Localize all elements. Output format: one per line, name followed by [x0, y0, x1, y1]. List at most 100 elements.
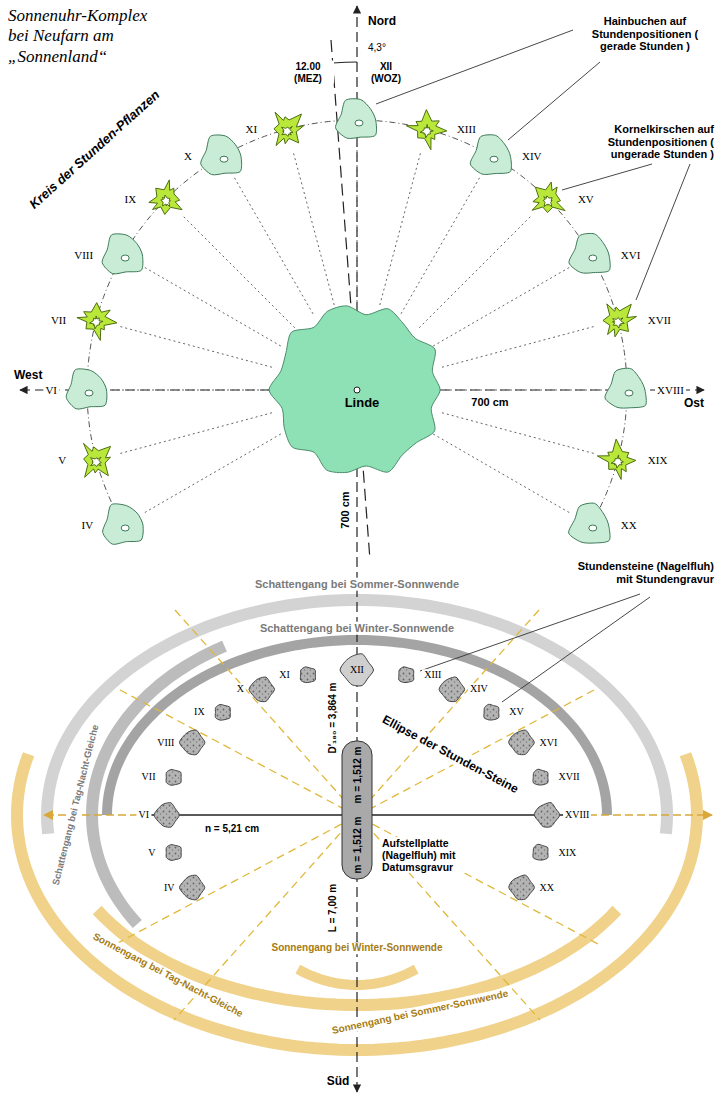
hour-stone [179, 730, 204, 755]
hour-stone [215, 704, 230, 720]
six-hour-extension [44, 814, 150, 816]
angle-arc [333, 62, 357, 63]
path-label: Schattengang bei Sommer-Sonnwende [253, 578, 461, 591]
stone-numeral: XV [507, 707, 525, 719]
hour-circle [87, 120, 627, 525]
tree-trunk [85, 390, 93, 396]
node-shape [262, 295, 452, 485]
hour-stone [399, 667, 414, 683]
hour-ray [144, 267, 281, 346]
tree-trunk [90, 316, 104, 329]
stone-numeral: IX [192, 707, 207, 719]
center-point [354, 387, 360, 393]
dimension: D′₁₈₀ = 3,864 m [327, 680, 339, 755]
tree-name: Linde [345, 396, 380, 410]
stone-numeral: XIX [557, 847, 579, 859]
hour-stone [166, 845, 181, 861]
hornbeam-tree [336, 99, 377, 139]
tree-trunk [121, 525, 129, 531]
hour-ray [144, 434, 281, 513]
path-label: Schattengang bei Tag-Nacht-Gleiche [50, 722, 101, 889]
stone-numeral: VIII [155, 737, 176, 749]
plate-outline [342, 741, 372, 879]
hour-stone [166, 770, 181, 786]
tree-trunk [220, 156, 228, 162]
hour-numeral: XIII [455, 123, 478, 136]
time-label: XII (WOZ) [362, 61, 410, 84]
tree-trunk [355, 120, 363, 126]
hour-stone [534, 803, 560, 828]
callout-text: Kornelkirschen auf Stundenpositionen ( u… [572, 123, 716, 161]
hornbeam-tree [470, 135, 511, 175]
hour-line [120, 690, 600, 945]
compass-label: Nord [366, 15, 398, 29]
dimension: 700 cm [339, 489, 352, 530]
hour-stone [509, 730, 535, 755]
cornel-cherry-tree [149, 180, 182, 215]
hour-ray [119, 413, 272, 454]
hour-ray [234, 177, 313, 314]
hornbeam-tree [201, 135, 242, 175]
callout-text: Hainbuchen auf Stundenpositionen ( gerad… [573, 15, 717, 53]
stone-numeral: XII [350, 664, 364, 676]
cornel-cherry-tree [84, 443, 111, 477]
hour-numeral: XIX [646, 454, 670, 467]
hour-ray [293, 152, 334, 305]
hour-stone [179, 875, 204, 900]
hornbeam-tree [102, 234, 143, 274]
stone-numeral: XX [538, 882, 556, 894]
tree-trunk [420, 124, 433, 138]
tree-trunk [611, 455, 623, 468]
stone-numeral: V [146, 847, 157, 859]
hour-stone [249, 677, 275, 702]
title: Sonnenuhr-Komplex bei Neufarn am „Sonnen… [8, 6, 158, 67]
cornel-cherry-tree [274, 112, 304, 145]
hour-stone [509, 875, 535, 900]
leader-line [636, 164, 690, 300]
tree-trunk [543, 196, 552, 207]
hour-numeral: IV [80, 519, 96, 532]
stone-numeral: XVIII [563, 809, 591, 821]
dimension: 700 cm [469, 396, 510, 409]
dimension: L = 7,00 m [327, 882, 339, 934]
compass-label: Süd [325, 1075, 352, 1089]
stone-numeral: IV [162, 882, 177, 894]
stone-numeral: XIV [468, 684, 490, 696]
stone-numeral: VII [140, 772, 158, 784]
hour-numeral: XX [619, 519, 639, 532]
stone-numeral: XI [277, 669, 292, 681]
hour-ray [445, 390, 603, 391]
hour-line [114, 690, 594, 945]
tree-trunk [490, 156, 498, 162]
hour-ray [183, 216, 295, 328]
hour-stone [533, 844, 548, 860]
hornbeam-tree [569, 233, 610, 273]
hour-ray [433, 434, 570, 513]
ellipse-title: Ellipse der Stunden-Steine [378, 712, 522, 797]
dimension: n = 5,21 cm [203, 823, 261, 835]
stone-numeral: X [235, 684, 246, 696]
hour-ray [442, 326, 595, 367]
hour-ray [357, 144, 358, 302]
stone-numeral: XVII [557, 772, 582, 784]
tree-trunk [612, 317, 624, 328]
leader-line [562, 164, 652, 190]
linden-crown [269, 306, 440, 473]
cornel-cherry-tree [532, 182, 565, 213]
callout-text: Stundensteine (Nagelfluh) mit Stundengra… [572, 560, 716, 585]
hornbeam-tree [103, 504, 144, 544]
plate-dimension: m = 1,512 m [352, 817, 363, 874]
path-label: Schattengang bei Winter-Sonnwende [258, 622, 456, 635]
hour-numeral: IX [122, 193, 138, 206]
path-label: Sonnengang bei Tag-Nacht-Gleiche [89, 930, 246, 1021]
cornel-cherry-tree [77, 303, 117, 341]
tree-trunk [625, 390, 633, 396]
leader-line [502, 597, 650, 702]
hour-numeral: XV [576, 193, 596, 206]
hour-ray [380, 152, 421, 305]
cornel-cherry-tree [597, 439, 636, 479]
hour-stone [340, 654, 373, 686]
base-plate: m = 1,512 mm = 1,512 m [341, 740, 373, 880]
stone-numeral: VI [136, 809, 151, 821]
time-label: 12.00 (MEZ) [282, 61, 334, 84]
